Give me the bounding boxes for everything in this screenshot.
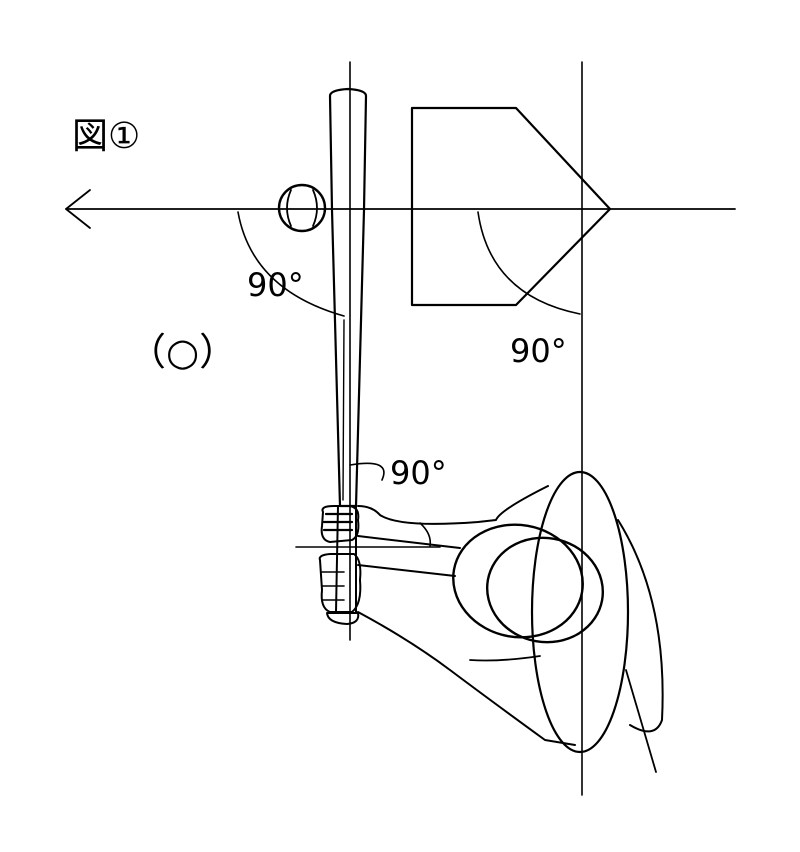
hands xyxy=(318,505,362,613)
home-plate xyxy=(410,106,612,307)
back-outline xyxy=(617,519,664,733)
batter xyxy=(318,470,664,773)
back-line xyxy=(625,669,657,773)
arrow-head-icon xyxy=(65,189,91,229)
baseball xyxy=(277,183,327,233)
angle-arc-plate xyxy=(477,211,581,315)
bat-barrel xyxy=(328,87,368,508)
ball-seam-left xyxy=(286,189,292,227)
angle-label-ball: 90° xyxy=(247,266,304,304)
bat-knob xyxy=(326,612,360,625)
elbow-crease xyxy=(469,655,541,662)
bottom-hand-fingers xyxy=(321,571,345,601)
angle-arc-forearm xyxy=(349,462,385,481)
bottom-arm-outer xyxy=(357,611,576,746)
bottom-arm-upper xyxy=(357,564,456,577)
top-arm-lower xyxy=(357,535,461,549)
head xyxy=(452,523,584,639)
angle-label-plate: 90° xyxy=(510,332,567,370)
bat-handle xyxy=(335,505,357,613)
top-hand-fingers xyxy=(322,512,354,532)
verdict-mark: （○） xyxy=(128,330,237,374)
bat xyxy=(326,87,368,625)
ball-outline xyxy=(277,183,327,233)
ball-seam-right xyxy=(312,189,318,227)
top-hand xyxy=(320,505,360,543)
shoulder-blade xyxy=(530,470,630,754)
helmet xyxy=(485,536,605,644)
top-arm-upper xyxy=(357,485,549,525)
angle-arc-ball xyxy=(237,211,345,317)
reference-lines xyxy=(65,61,736,796)
bottom-hand xyxy=(318,553,362,613)
figure-label: 図① xyxy=(72,116,140,157)
angle-label-forearm: 90° xyxy=(390,454,447,492)
bat-grain xyxy=(342,319,345,501)
